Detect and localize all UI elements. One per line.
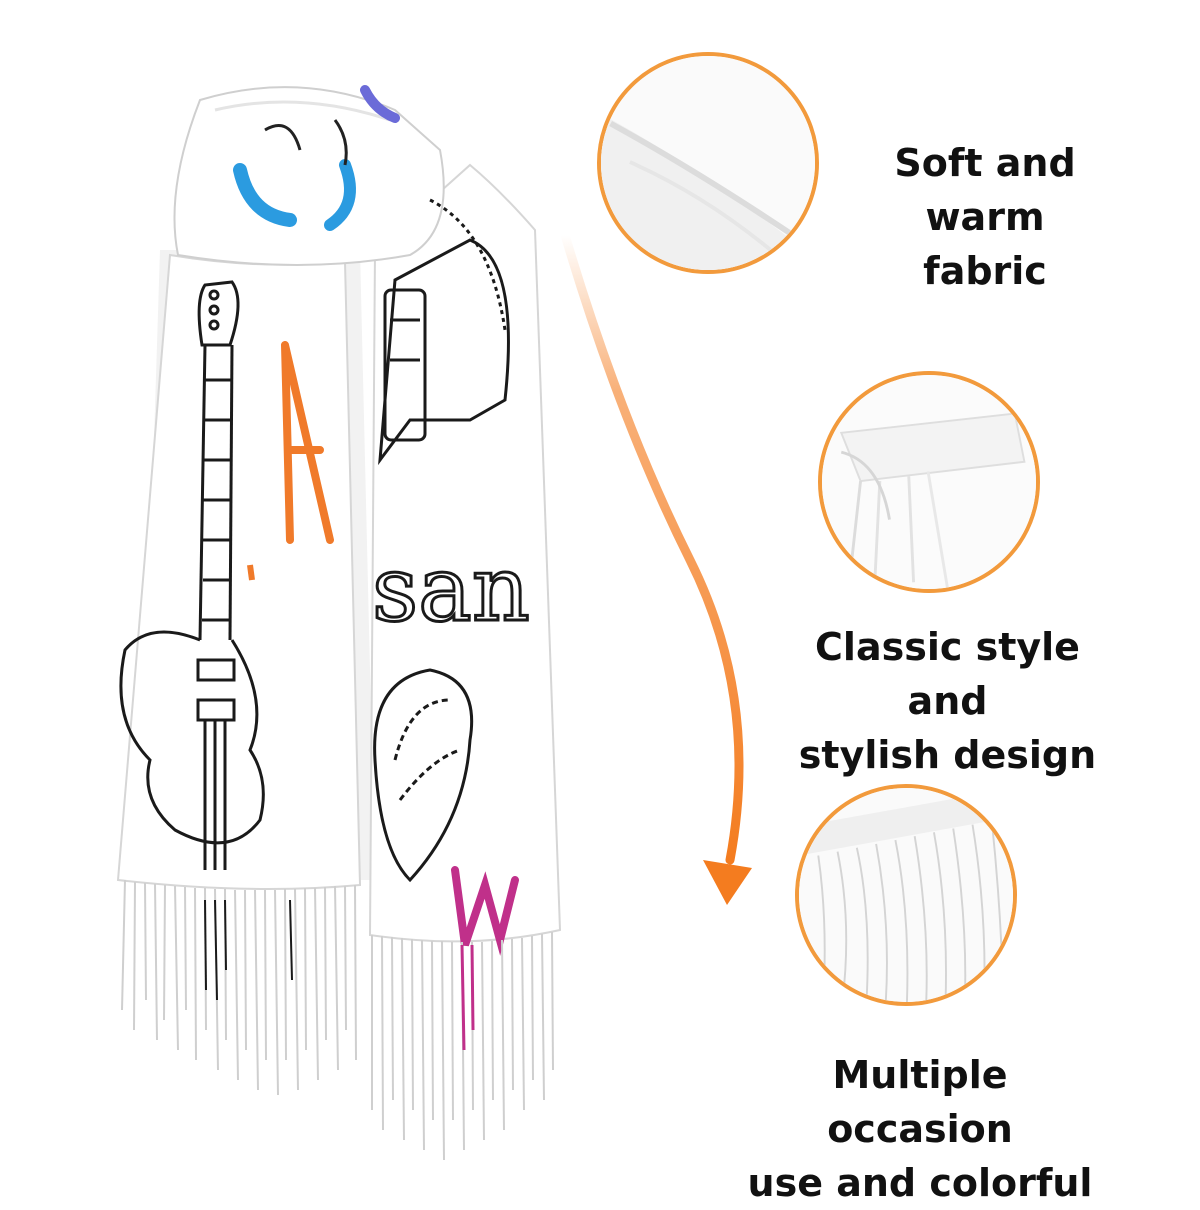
feature-line: use and colorful: [747, 1161, 1093, 1205]
taco-print: [373, 668, 474, 883]
feature-line: warm fabric: [923, 195, 1047, 293]
scarf-neck-loop: [173, 86, 445, 266]
feature-line: Multiple occasion: [827, 1053, 1013, 1151]
scarf-product-image: san: [116, 85, 562, 1161]
scarf-fringe: [121, 879, 357, 1096]
feature-image-classic-style: [818, 371, 1040, 593]
magenta-letter-print: [451, 866, 519, 956]
feature-line: Soft and: [894, 141, 1076, 185]
fabric-pleat-icon: [822, 375, 1036, 589]
feature-text-classic-style: Classic style and stylish design: [770, 620, 1125, 782]
feature-image-multiple-occasion: [795, 784, 1017, 1006]
amplifier-print: [378, 198, 510, 466]
guitar-print: [119, 280, 265, 870]
scarf-left-panel: [116, 253, 362, 890]
feature-image-soft-fabric: [597, 52, 819, 274]
feature-line: Classic style and: [815, 625, 1080, 723]
scarf-text-print: san: [372, 537, 530, 642]
fringe-tassel-icon: [799, 788, 1013, 1002]
orange-letter-print: [281, 341, 334, 544]
feature-text-multiple-occasion: Multiple occasion use and colorful: [740, 1048, 1100, 1210]
feature-text-soft-fabric: Soft and warm fabric: [860, 136, 1110, 298]
fabric-fold-icon: [601, 56, 815, 270]
feature-line: stylish design: [798, 733, 1097, 777]
